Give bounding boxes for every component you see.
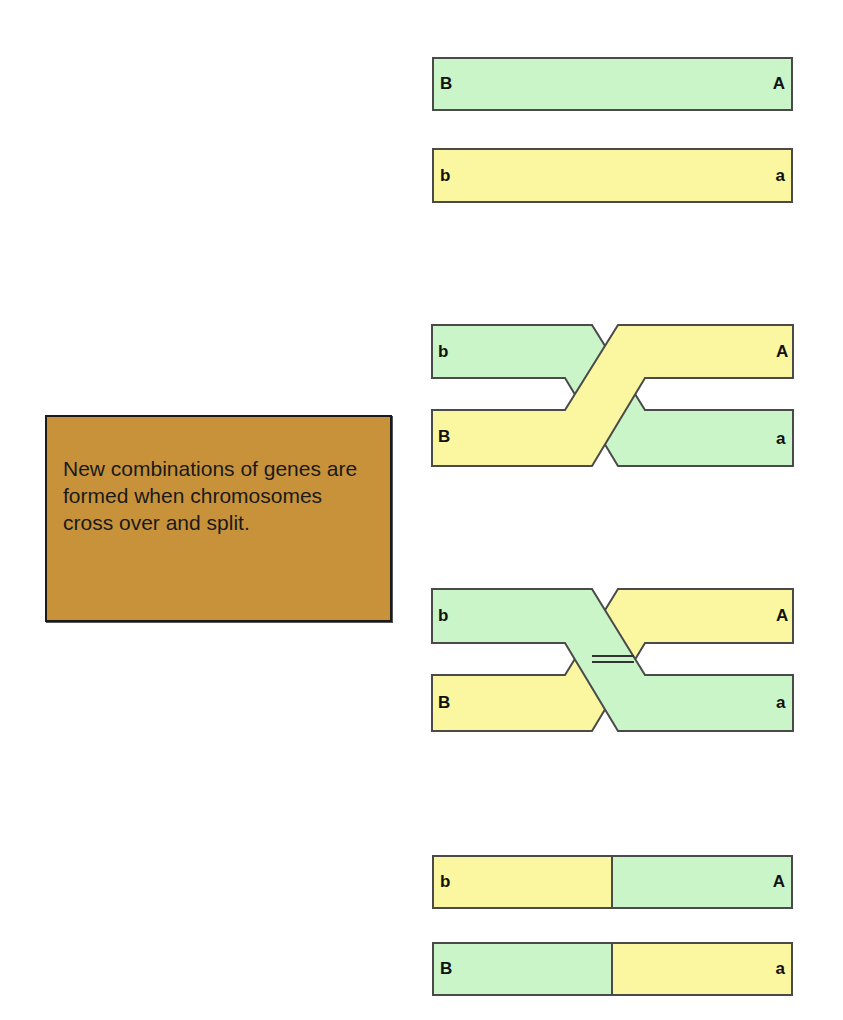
gene-letter: B bbox=[438, 694, 450, 711]
gene-letter: b bbox=[440, 872, 450, 892]
yellow-strand bbox=[432, 589, 793, 731]
chromosome-band: BA bbox=[432, 57, 793, 111]
gene-letter: a bbox=[776, 430, 785, 447]
gene-letter: B bbox=[440, 74, 452, 94]
gene-letter: A bbox=[773, 872, 785, 892]
break-mark bbox=[592, 661, 634, 663]
gene-letter: b bbox=[438, 343, 448, 360]
gene-letter: A bbox=[776, 607, 788, 624]
gene-letter: B bbox=[440, 959, 452, 979]
gene-letter: a bbox=[776, 166, 785, 186]
chromosome-band: bA bbox=[432, 855, 793, 909]
note-box: New combinations of genes are formed whe… bbox=[45, 415, 392, 622]
yellow-strand bbox=[432, 325, 793, 466]
chromosome-band: ba bbox=[432, 148, 793, 203]
break-mark bbox=[592, 655, 634, 657]
gene-letter: A bbox=[776, 343, 788, 360]
gene-letter: A bbox=[773, 74, 785, 94]
gene-letter: b bbox=[438, 607, 448, 624]
gene-letter: a bbox=[776, 959, 785, 979]
green-strand bbox=[432, 325, 793, 466]
gene-letter: B bbox=[438, 428, 450, 445]
gene-letter: b bbox=[440, 166, 450, 186]
gene-letter: a bbox=[776, 694, 785, 711]
chromosome-band: Ba bbox=[432, 942, 793, 996]
green-strand bbox=[432, 589, 793, 731]
note-text: New combinations of genes are formed whe… bbox=[63, 455, 376, 536]
